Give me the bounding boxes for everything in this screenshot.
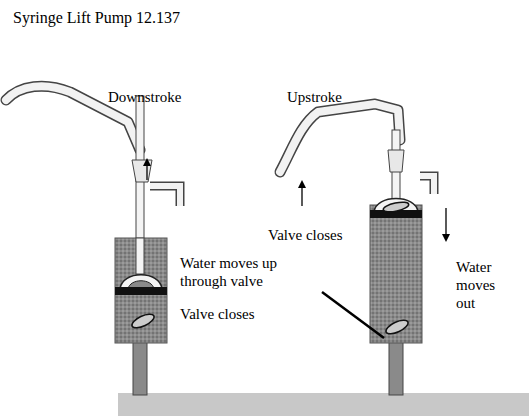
left-pump (6, 86, 180, 395)
stroke-label: Upstroke (287, 88, 342, 106)
leader-line (322, 292, 384, 338)
stroke-label: Downstroke (108, 88, 181, 106)
valve-note: Valve closes (268, 226, 343, 244)
flow-note: Water moves up through valve (180, 254, 302, 290)
diagram-title: Syringe Lift Pump 12.137 (13, 8, 180, 27)
right-pump (280, 104, 450, 395)
ground (118, 393, 529, 416)
valve-note: Valve closes (180, 305, 255, 323)
flow-note: Water moves out (456, 258, 508, 312)
